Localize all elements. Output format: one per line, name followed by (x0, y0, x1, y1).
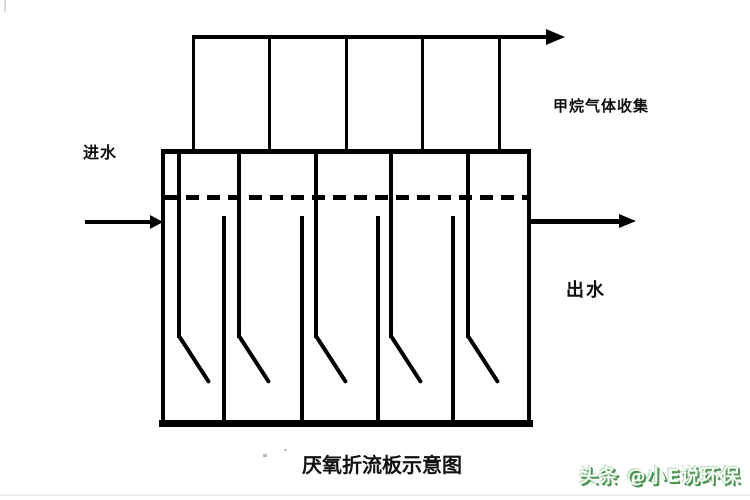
gas-manifold-line (192, 35, 548, 39)
hanging-baffle-5 (466, 149, 470, 338)
diagram-caption: 厌氧折流板示意图 (302, 455, 462, 477)
baffle-foot-2 (236, 333, 272, 385)
baffle-foot-4 (388, 333, 424, 385)
gas-riser-pipe-2 (268, 35, 271, 152)
bottom-partition-2 (300, 216, 304, 422)
scan-artifact-dot (284, 449, 287, 451)
outlet-arrow-shaft (530, 219, 623, 224)
tank-right-wall (527, 149, 531, 425)
scan-artifact-dot (263, 454, 267, 457)
gas-riser-pipe-1 (192, 35, 195, 152)
baffle-foot-5 (465, 333, 501, 385)
water-level-dashed-line (165, 195, 527, 200)
tank-bottom-wall (159, 420, 533, 427)
outlet-arrowhead (619, 214, 636, 228)
tank-top-wall (161, 149, 531, 154)
inlet-label: 进水 (83, 145, 118, 162)
bottom-partition-3 (376, 216, 380, 422)
outlet-label: 出水 (566, 280, 606, 300)
inlet-arrowhead (150, 215, 163, 229)
gas-riser-pipe-5 (498, 35, 501, 152)
scan-artifact-corner (4, 0, 6, 12)
gas-flow-arrowhead (546, 29, 565, 45)
bottom-partition-4 (451, 216, 455, 422)
gas-riser-pipe-4 (421, 35, 424, 152)
gas-riser-pipe-3 (345, 35, 348, 152)
baffle-foot-1 (176, 333, 212, 385)
scan-artifact-bottom-streak (0, 494, 750, 496)
inlet-arrow-shaft (85, 220, 152, 224)
hanging-baffle-1 (177, 149, 181, 338)
hanging-baffle-3 (314, 149, 318, 338)
baffle-foot-3 (313, 333, 349, 385)
gas-collection-label: 甲烷气体收集 (553, 99, 650, 115)
hanging-baffle-2 (237, 149, 241, 338)
hanging-baffle-4 (389, 149, 393, 338)
watermark-text: 头条 @小E说环保 (579, 465, 741, 487)
tank-left-wall (161, 149, 165, 425)
bottom-partition-1 (222, 216, 226, 422)
